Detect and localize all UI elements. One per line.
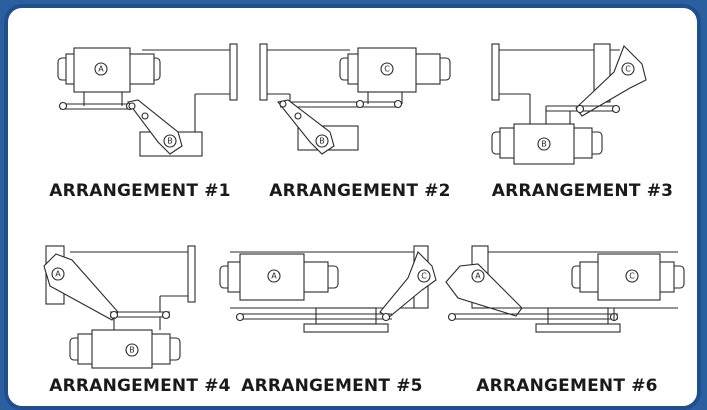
label-a-circle [94,62,108,76]
label-a-circle [267,269,281,283]
arrangement-6-diagram: A C [445,245,685,333]
arrangement-1-caption: ARRANGEMENT #1 [49,181,231,201]
label-a-circle [471,269,485,283]
arrangement-2: C B ARRANGEMENT #2 [250,36,470,206]
arrangement-5-caption: ARRANGEMENT #5 [241,376,423,396]
label-b: B [541,140,547,149]
label-a-circle [51,267,65,281]
label-c: C [384,65,390,74]
label-b-circle [163,134,177,148]
label-b-circle [537,137,551,151]
label-c-circle [417,269,431,283]
label-c: C [629,272,635,281]
label-a: A [475,272,481,281]
arrangement-5: A C ARRANGEMENT #5 [212,238,452,398]
arrangements-panel: A B ARRANGEMENT #1 C [4,4,701,410]
arrangement-4-diagram: A B [43,245,196,369]
arrangement-2-diagram: C B [259,43,451,155]
arrangement-3: C B ARRANGEMENT #3 [470,36,695,206]
arrangement-3-diagram: C B [491,43,647,165]
arrangement-6: A C ARRANGEMENT #6 [442,238,692,398]
label-a: A [98,65,104,74]
label-a: A [55,270,61,279]
arrangement-3-caption: ARRANGEMENT #3 [491,181,674,201]
label-c-circle [380,62,394,76]
label-c-circle [621,62,635,76]
arrangement-5-diagram: A C [219,245,437,333]
arrangement-1-diagram: A B [57,43,238,157]
label-b-circle [315,134,329,148]
label-b-circle [125,343,139,357]
arrangement-2-caption: ARRANGEMENT #2 [269,181,451,201]
arrangement-4: A B ARRANGEMENT #4 [30,238,250,398]
label-c: C [625,65,631,74]
label-c: C [421,272,427,281]
arrangement-4-caption: ARRANGEMENT #4 [49,376,231,396]
arrangement-1: A B ARRANGEMENT #1 [30,36,250,206]
label-a: A [271,272,277,281]
label-b: B [129,346,135,355]
label-c-circle [625,269,639,283]
label-b: B [319,137,325,146]
label-b: B [167,137,173,146]
arrangement-6-caption: ARRANGEMENT #6 [476,376,658,396]
